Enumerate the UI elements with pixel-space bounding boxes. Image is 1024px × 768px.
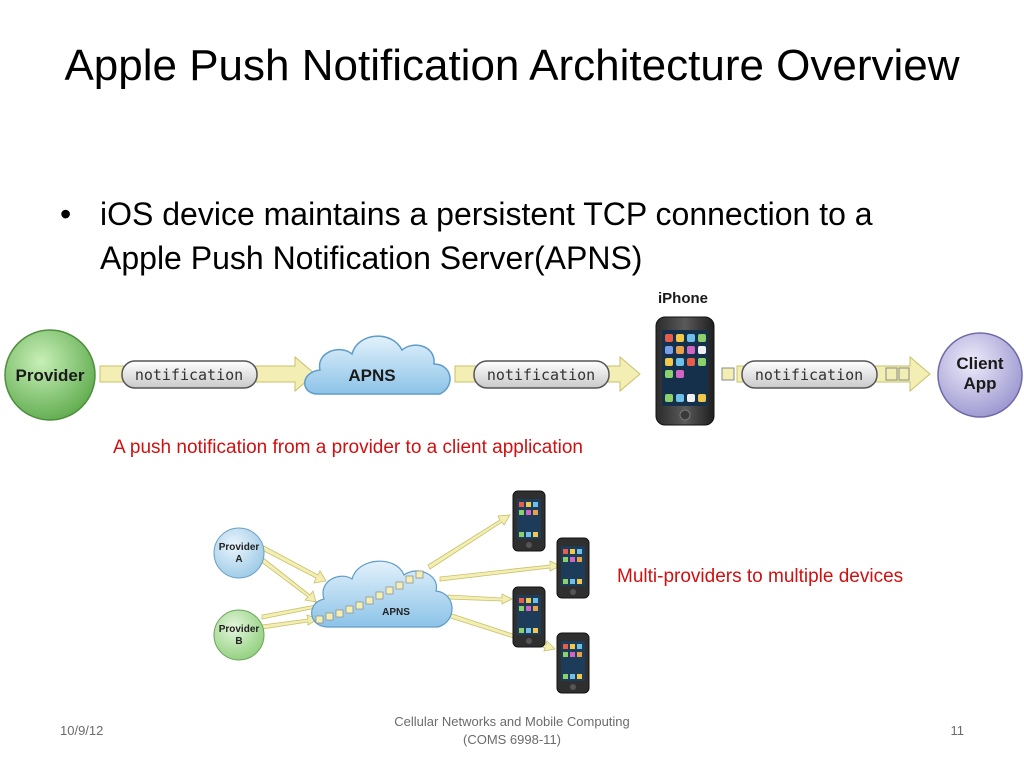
provider-a-node: Provider A bbox=[213, 527, 265, 579]
bullet-dot: • bbox=[60, 196, 72, 232]
device-phone-4 bbox=[556, 632, 590, 694]
provider-a-line1: Provider bbox=[219, 542, 260, 553]
device-phone-2 bbox=[556, 537, 590, 599]
apns-cloud-multi: APNS bbox=[311, 560, 453, 628]
footer-course-line1: Cellular Networks and Mobile Computing bbox=[394, 714, 630, 729]
notification-label-3: notification bbox=[755, 366, 863, 384]
client-app-node: Client App bbox=[937, 332, 1023, 418]
client-label-line2: App bbox=[963, 374, 996, 393]
provider-b-node: Provider B bbox=[213, 609, 265, 661]
footer-date: 10/9/12 bbox=[60, 723, 104, 738]
apns-label: APNS bbox=[348, 366, 395, 385]
iphone-label: iPhone bbox=[658, 290, 708, 307]
provider-arrows bbox=[259, 544, 327, 630]
notification-label-2: notification bbox=[487, 366, 595, 384]
provider-b-line1: Provider bbox=[219, 624, 260, 635]
provider-node: Provider bbox=[4, 329, 96, 421]
notification-label-1: notification bbox=[135, 366, 243, 384]
footer-course: Cellular Networks and Mobile Computing (… bbox=[350, 713, 674, 749]
device-phone-3 bbox=[512, 586, 546, 648]
footer-course-line2: (COMS 6998-11) bbox=[462, 732, 561, 747]
apns-cloud: APNS bbox=[304, 335, 451, 395]
multi-provider-diagram: Provider A Provider B APNS bbox=[213, 490, 590, 694]
client-label-line1: Client bbox=[956, 354, 1004, 373]
provider-label: Provider bbox=[16, 366, 85, 385]
multi-provider-caption: Multi-providers to multiple devices bbox=[617, 566, 904, 587]
footer-page-number: 11 bbox=[950, 723, 965, 738]
flow-arrow-2: notification bbox=[454, 355, 641, 393]
flow-arrow-1: notification bbox=[99, 355, 316, 393]
flow-caption: A push notification from a provider to a… bbox=[113, 437, 583, 458]
iphone-device: iPhone bbox=[655, 290, 715, 426]
provider-a-line2: A bbox=[235, 554, 242, 565]
flow-arrow-3: notification bbox=[721, 355, 931, 393]
slide-title: Apple Push Notification Architecture Ove… bbox=[64, 41, 960, 90]
apns-multi-label: APNS bbox=[382, 607, 410, 618]
push-flow-diagram: Provider notification APNS notification … bbox=[4, 290, 1023, 426]
bullet-text: iOS device maintains a persistent TCP co… bbox=[100, 196, 873, 276]
provider-b-line2: B bbox=[235, 636, 242, 647]
device-phone-1 bbox=[512, 490, 546, 552]
